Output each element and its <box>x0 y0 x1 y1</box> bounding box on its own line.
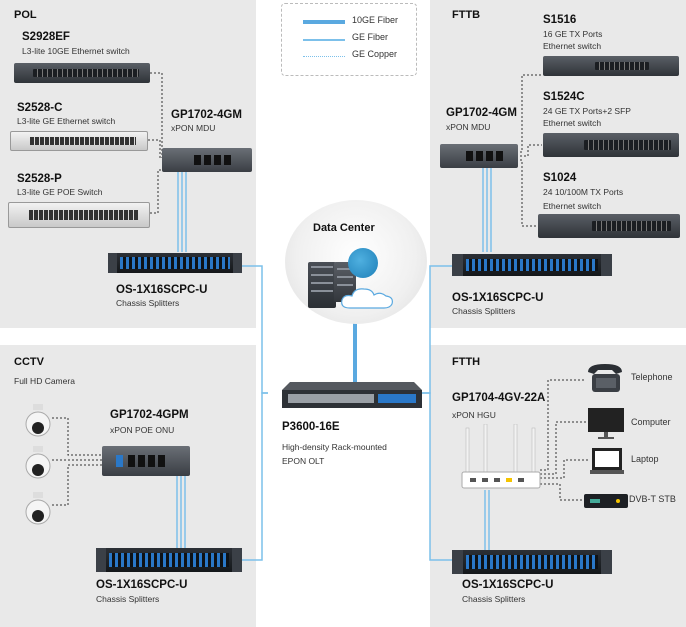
switch-ports <box>28 209 138 221</box>
ftth-splitter-desc: Chassis Splitters <box>462 594 526 604</box>
cctv-title: CCTV <box>14 356 44 368</box>
endpoint-computer-label: Computer <box>631 417 671 427</box>
fttb-switch-2-desc1: 24 GE TX Ports+2 SFP <box>543 106 631 116</box>
switch-ports <box>583 139 671 151</box>
fttb-title: FTTB <box>452 9 481 21</box>
switch-s2928ef-image <box>14 63 150 83</box>
fttb-switch-3-model: S1024 <box>543 172 577 184</box>
switch-ports <box>33 68 140 78</box>
pol-mdu-model: GP1702-4GM <box>171 109 242 121</box>
switch-s1024-image <box>538 214 680 238</box>
switch-ports <box>30 137 137 145</box>
endpoint-stb-label: DVB-T STB <box>629 494 676 504</box>
camera-icon <box>24 492 52 526</box>
endpoint-telephone-label: Telephone <box>631 372 673 382</box>
ftth-splitter-model: OS-1X16SCPC-U <box>462 579 554 591</box>
olt-model: P3600-16E <box>282 421 340 433</box>
datacenter-label: Data Center <box>313 222 375 234</box>
fttb-mdu-model: GP1702-4GM <box>446 107 517 119</box>
ftth-splitter-image <box>452 550 612 574</box>
fttb-switch-3-desc2: Ethernet switch <box>543 201 602 211</box>
legend-item-ge-copper: GE Copper <box>282 48 416 64</box>
olt-desc1: High-density Rack-mounted <box>282 442 387 452</box>
pol-switch-2-desc: L3-lite GE Ethernet switch <box>17 116 116 126</box>
pol-title: POL <box>14 9 37 21</box>
camera-label: Full HD Camera <box>14 376 75 386</box>
legend-swatch <box>303 56 345 57</box>
legend-item-10ge-fiber: 10GE Fiber <box>282 14 416 30</box>
pol-switch-3-model: S2528-P <box>17 173 62 185</box>
telephone-icon <box>586 362 624 394</box>
cctv-panel <box>0 345 256 627</box>
legend-label: 10GE Fiber <box>352 15 399 25</box>
mdu-gp1702-4gm-image <box>162 148 252 172</box>
fttb-mdu-desc: xPON MDU <box>446 122 491 132</box>
fttb-switch-2-model: S1524C <box>543 91 585 103</box>
pol-switch-3-desc: L3-lite GE POE Switch <box>17 187 103 197</box>
ftth-hgu-model: GP1704-4GV-22A <box>452 392 546 404</box>
fttb-splitter-desc: Chassis Splitters <box>452 306 516 316</box>
computer-icon <box>588 408 624 440</box>
laptop-icon <box>590 448 624 476</box>
cctv-onu-desc: xPON POE ONU <box>110 425 175 435</box>
fttb-switch-2-desc2: Ethernet switch <box>543 118 602 128</box>
switch-ports <box>594 61 650 71</box>
legend-item-ge-fiber: GE Fiber <box>282 31 416 47</box>
cctv-splitter-model: OS-1X16SCPC-U <box>96 579 188 591</box>
fttb-switch-3-desc1: 24 10/100M TX Ports <box>543 187 624 197</box>
endpoint-laptop-label: Laptop <box>631 454 659 464</box>
legend-swatch <box>303 20 345 24</box>
switch-ports <box>591 220 672 232</box>
pol-splitter-image <box>108 253 242 273</box>
fttb-splitter-model: OS-1X16SCPC-U <box>452 292 544 304</box>
ftth-hgu-desc: xPON HGU <box>452 410 496 420</box>
onu-gp1702-4gpm-image <box>102 446 190 476</box>
globe-icon <box>348 248 378 278</box>
pol-switch-1-desc: L3-lite 10GE Ethernet switch <box>22 46 130 56</box>
legend: 10GE Fiber GE Fiber GE Copper <box>281 3 417 76</box>
olt-desc2: EPON OLT <box>282 456 325 466</box>
switch-s2528p-image <box>8 202 150 228</box>
fttb-switch-1-desc2: Ethernet switch <box>543 41 602 51</box>
legend-swatch <box>303 39 345 41</box>
switch-s1524c-image <box>543 133 679 157</box>
cctv-splitter-image <box>96 548 242 572</box>
pol-mdu-desc: xPON MDU <box>171 123 216 133</box>
fttb-switch-1-model: S1516 <box>543 14 577 26</box>
switch-s2528c-image <box>10 131 148 151</box>
pol-switch-1-model: S2928EF <box>22 31 70 43</box>
pol-splitter-desc: Chassis Splitters <box>116 298 180 308</box>
camera-icon <box>24 446 52 480</box>
set-top-box-icon <box>584 492 628 510</box>
fttb-switch-1-desc1: 16 GE TX Ports <box>543 29 603 39</box>
camera-icon <box>24 404 52 438</box>
ftth-title: FTTH <box>452 356 481 368</box>
server-rack-icon <box>308 262 336 308</box>
cctv-splitter-desc: Chassis Splitters <box>96 594 160 604</box>
mdu-gp1702-4gm-image <box>440 144 518 168</box>
switch-s1516-image <box>543 56 679 76</box>
fttb-splitter-image <box>452 254 612 276</box>
router-hgu-image <box>460 423 542 494</box>
olt-p3600-16e-image <box>282 380 422 408</box>
pol-switch-2-model: S2528-C <box>17 102 63 114</box>
cloud-icon <box>340 286 396 309</box>
cctv-onu-model: GP1702-4GPM <box>110 409 189 421</box>
pol-splitter-model: OS-1X16SCPC-U <box>116 284 208 296</box>
legend-label: GE Fiber <box>352 32 389 42</box>
legend-label: GE Copper <box>352 49 398 59</box>
